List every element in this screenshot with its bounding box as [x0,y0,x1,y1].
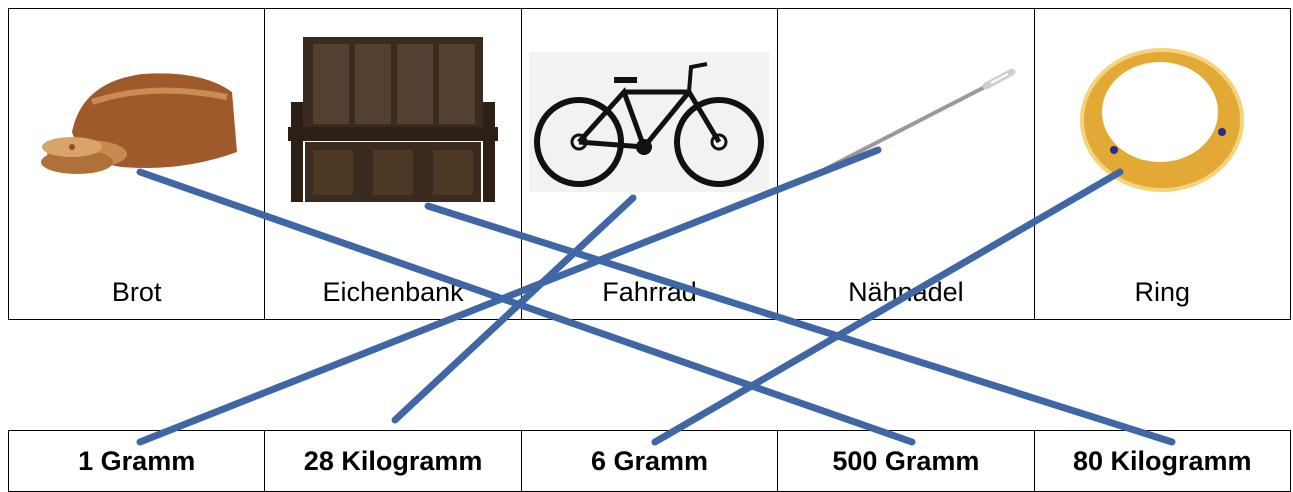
oak-bench-icon [265,27,520,217]
weight-cell: 6 Gramm [520,430,779,492]
weight-cell: 1 Gramm [7,430,266,492]
item-cell-bench: Eichenbank [264,8,522,320]
weight-cell: 28 Kilogramm [264,430,522,492]
item-label-bread: Brot [111,277,162,307]
items-table: Brot [7,8,1292,320]
item-label-bicycle: Fahrrad [602,277,697,307]
item-label-needle: Nähnadel [848,277,964,307]
bicycle-icon [522,27,777,217]
ring-icon [1035,27,1290,217]
item-cell-bicycle: Fahrrad [520,8,779,320]
weight-cell: 80 Kilogramm [1033,430,1292,492]
item-label-ring: Ring [1134,277,1191,307]
sewing-needle-icon [778,27,1033,217]
item-label-bench: Eichenbank [322,277,464,307]
weight-cell: 500 Gramm [777,430,1035,492]
item-cell-bread: Brot [7,8,266,320]
weights-table: 1 Gramm 28 Kilogramm 6 Gramm 500 Gramm 8… [7,430,1292,492]
bread-icon [9,27,264,217]
item-cell-ring: Ring [1033,8,1292,320]
item-cell-needle: Nähnadel [777,8,1035,320]
